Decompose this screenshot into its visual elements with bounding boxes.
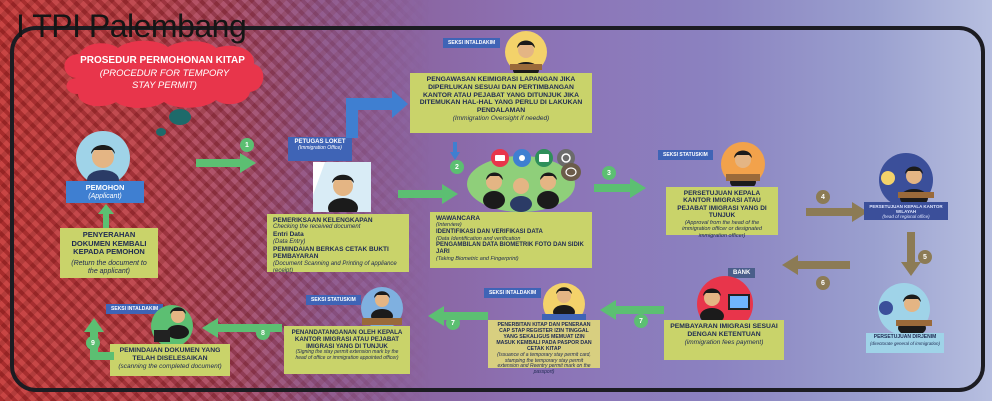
arrow-up-return <box>98 204 114 228</box>
step-issuance: PENERBITAN KITAP DAN PENERAAN CAP STAP R… <box>488 320 600 375</box>
applicant-avatar <box>76 131 130 186</box>
role-statuskim-signing: SEKSI STATUSKIM <box>306 295 361 305</box>
officer-scanning-avatar <box>151 305 193 346</box>
role-intaldakim-issuance: SEKSI INTALDAKIM <box>484 288 542 298</box>
arrow-1 <box>196 153 256 173</box>
role-statuskim: SEKSI STATUSKIM <box>658 150 713 160</box>
officer-issuance-avatar <box>542 283 586 324</box>
step-interview: WAWANCARA (Interview) IDENTIFIKASI DAN V… <box>430 212 592 268</box>
step-approval-dirjen: PERSETUJUAN DIRJENIM (directorate genera… <box>866 333 944 353</box>
applicant-label: PEMOHON(Applicant) <box>66 181 144 203</box>
regional-office-avatar <box>879 153 934 207</box>
arrow-3 <box>594 178 646 198</box>
officer-signing-avatar <box>361 287 403 328</box>
interview-illustration <box>467 156 575 212</box>
step-number: 4 <box>816 190 830 204</box>
arrow-4 <box>806 202 868 222</box>
step-signing: PENANDATANGANAN OLEH KEPALA KANTOR IMIGR… <box>284 326 410 374</box>
step-number: 7 <box>446 316 460 330</box>
arrow-6 <box>782 255 850 275</box>
officer-intaldakim-avatar <box>505 31 547 74</box>
role-bank: BANK <box>728 268 756 278</box>
step-oversight: PENGAWASAN KEIMIGRASI LAPANGAN JIKA DIPE… <box>410 73 592 133</box>
fingerprint-icon <box>561 163 581 181</box>
flow-frame <box>10 26 985 392</box>
step-approval-regional: PERSETUJUAN KEPALA KANTOR WILAYAH (head … <box>864 202 948 220</box>
role-petugas-loket: PETUGAS LOKET(Immigration Office) <box>288 137 352 161</box>
cloud-bubbles <box>156 109 191 136</box>
arrow-down-interview <box>450 142 460 160</box>
role-intaldakim-scanning: SEKSI INTALDAKIM <box>106 304 164 314</box>
page-title: I TPI Palembang <box>16 8 247 44</box>
step-loket: PEMERIKSAAN KELENGKAPAN Checking the rec… <box>267 214 409 274</box>
step-payment: PEMBAYARAN IMIGRASI SESUAI DENGAN KETENT… <box>664 320 784 360</box>
step-number: 2 <box>450 160 464 174</box>
heading-subtitle: (PROCEDUR FOR TEMPORY STAY PERMIT) <box>99 68 230 91</box>
step-number: 3 <box>602 166 616 180</box>
step-number: 9 <box>86 336 100 350</box>
officer-loket-avatar <box>313 162 371 212</box>
dirjen-avatar <box>878 283 932 336</box>
arrow-loket-interview <box>398 184 458 204</box>
arrow-5 <box>901 232 921 276</box>
arrow-8 <box>202 318 282 338</box>
step-number: 6 <box>816 276 830 290</box>
step-return-document: PENYERAHAN DOKUMEN KEMBALI KEPADA PEMOHO… <box>60 228 158 278</box>
step-approval-head-office: PERSETUJUAN KEPALA KANTOR IMIGRASI ATAU … <box>666 187 778 239</box>
arrow-7-right <box>600 300 664 320</box>
step-number: 8 <box>256 326 270 340</box>
step-scanning: PEMINDAIAN DOKUMEN YANG TELAH DISELESAIK… <box>110 344 230 376</box>
role-intaldakim: SEKSI INTALDAKIM <box>443 38 501 48</box>
step-number: 1 <box>240 138 254 152</box>
heading-cloud <box>64 40 264 108</box>
step-number: 5 <box>918 250 932 264</box>
arrow-7-left <box>428 306 488 326</box>
heading-title: PROSEDUR PERMOHONAN KITAP <box>80 55 245 66</box>
arrow-to-oversight <box>346 90 408 138</box>
officer-statuskim-avatar <box>721 142 765 186</box>
biometric-icons <box>491 149 575 167</box>
step-number: 7 <box>634 314 648 328</box>
